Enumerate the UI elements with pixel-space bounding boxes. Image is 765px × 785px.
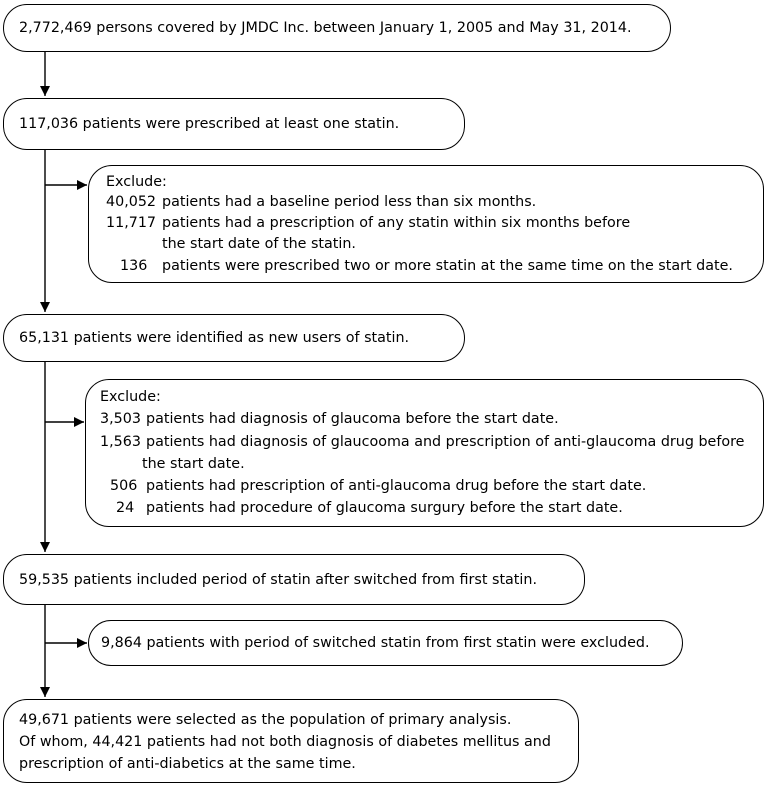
final-line-2: Of whom, 44,421 patients had not both di… [19,734,551,750]
exclude2-text-3: patients had prescription of anti-glauco… [146,478,647,494]
exclude2-heading: Exclude: [100,389,161,405]
exclude2-text-2: patients had diagnosis of glaucooma and … [146,434,745,450]
box-switched-excluded: 9,864 patients with period of switched s… [88,620,683,666]
switched-text: 59,535 patients included period of stati… [19,571,537,588]
box-exclude-1: Exclude: 40,052 patients had a baseline … [88,165,764,283]
exclude1-text-3: patients were prescribed two or more sta… [162,258,733,274]
exclude1-heading: Exclude: [106,174,167,190]
final-line-3: prescription of anti-diabetics at the sa… [19,756,356,772]
box-new-users: 65,131 patients were identified as new u… [3,314,465,362]
exclude2-text-4: patients had procedure of glaucoma surgu… [146,500,623,516]
box-switched: 59,535 patients included period of stati… [3,554,585,605]
exclude2-count-1: 3,503 [100,411,141,427]
exclude2-text-2-cont: the start date. [142,456,245,472]
total-persons-text: 2,772,469 persons covered by JMDC Inc. b… [19,20,632,36]
exclude1-count-3: 136 [120,258,148,274]
box-total-persons: 2,772,469 persons covered by JMDC Inc. b… [3,4,671,52]
exclude1-text-1: patients had a baseline period less than… [162,194,537,210]
exclude2-count-3: 506 [110,478,138,494]
box-prescribed: 117,036 patients were prescribed at leas… [3,98,465,150]
switched-excluded-text: 9,864 patients with period of switched s… [101,635,650,651]
exclude1-count-1: 40,052 [106,194,157,210]
new-users-text: 65,131 patients were identified as new u… [19,330,410,346]
exclude2-count-2: 1,563 [100,434,141,450]
exclude1-text-2: patients had a prescription of any stati… [162,215,631,231]
exclude1-text-2-cont: the start date of the statin. [162,236,356,252]
box-exclude-2: Exclude: 3,503 patients had diagnosis of… [85,379,764,527]
box-final-population: 49,671 patients were selected as the pop… [3,699,579,783]
prescribed-text: 117,036 patients were prescribed at leas… [19,116,400,132]
exclude2-text-1: patients had diagnosis of glaucoma befor… [146,411,559,427]
final-line-1: 49,671 patients were selected as the pop… [19,712,512,728]
exclude2-count-4: 24 [116,500,135,516]
exclude1-count-2: 11,717 [106,215,157,231]
